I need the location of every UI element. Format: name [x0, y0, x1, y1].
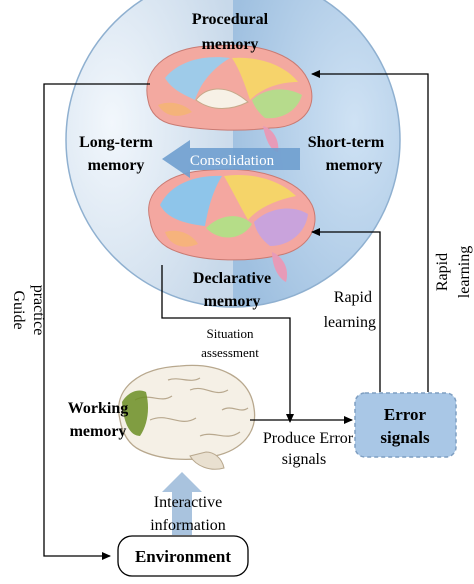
- guide-practice-line1: Guide: [10, 290, 27, 329]
- produce-error-line1: Produce Error: [263, 430, 354, 447]
- connector-error-to-procedural: [311, 70, 429, 392]
- short-term-memory-label-line1: Short-term: [308, 134, 385, 151]
- error-signals-line2: signals: [380, 428, 430, 447]
- error-signals-box: [354, 392, 457, 458]
- rapid-learning-left-line1: Rapid: [334, 289, 372, 306]
- procedural-memory-label-line1: Procedural: [192, 11, 269, 28]
- interactive-information-arrow: [162, 472, 202, 535]
- short-term-memory-label-line2: memory: [326, 157, 383, 174]
- long-term-memory-label-line2: memory: [88, 157, 145, 174]
- rapid-learning-right: Rapid learning: [434, 246, 473, 298]
- environment-box: [117, 535, 249, 577]
- consolidation-label: Consolidation: [190, 153, 275, 169]
- long-term-memory-label-line1: Long-term: [79, 134, 153, 151]
- environment-label: Environment: [135, 547, 231, 566]
- declarative-memory-label-line1: Declarative: [193, 270, 271, 287]
- situation-assessment-line1: Situation: [207, 326, 254, 341]
- declarative-memory-label-line2: memory: [204, 293, 261, 310]
- rapid-learning-left-line2: learning: [324, 314, 376, 331]
- working-memory-label-line1: Working: [68, 400, 128, 417]
- consolidation-arrow: [162, 140, 300, 178]
- connector-guide-practice: [43, 83, 150, 560]
- rapid-learning-right-line1: Rapid: [434, 253, 451, 291]
- interactive-information-line2: information: [150, 517, 226, 534]
- error-signals-line1: Error: [384, 405, 427, 424]
- declarative-brain-image: [148, 168, 316, 282]
- guide-practice-line2: practice: [30, 285, 47, 336]
- working-memory-brain-image: [118, 364, 256, 470]
- working-memory-label-line2: memory: [70, 423, 127, 440]
- guide-practice-label: Guide practice: [10, 285, 47, 336]
- rapid-learning-right-line2: learning: [456, 246, 473, 298]
- procedural-memory-label-line2: memory: [202, 36, 259, 53]
- circle-outline: [65, 0, 401, 308]
- connector-declarative-to-produce-error: [161, 265, 294, 423]
- situation-assessment-line2: assessment: [201, 345, 259, 360]
- interactive-information-line1: Interactive: [154, 494, 222, 511]
- connector-error-to-declarative: [311, 228, 381, 392]
- procedural-brain-image: [146, 44, 313, 152]
- produce-error-line2: signals: [282, 451, 326, 468]
